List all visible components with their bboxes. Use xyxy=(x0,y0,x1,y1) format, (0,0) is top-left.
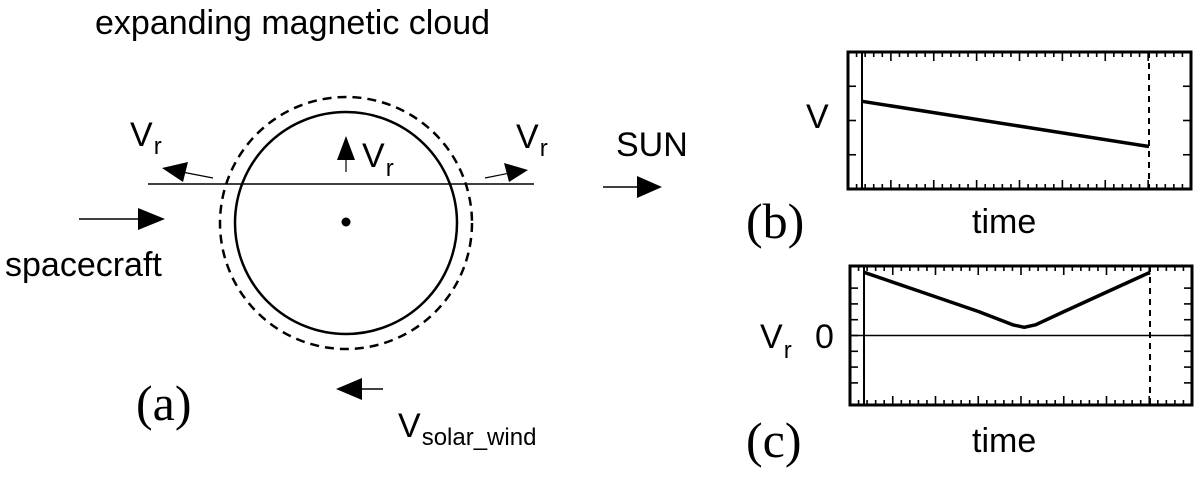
arrowhead-icon xyxy=(637,176,662,198)
sun-label: SUN xyxy=(616,126,688,164)
arrowhead-icon xyxy=(337,136,355,160)
arrowhead-icon xyxy=(138,208,165,230)
chart-b-xlabel: time xyxy=(972,203,1036,241)
chart-b xyxy=(846,50,1193,191)
vr-left-label: Vr xyxy=(130,116,162,160)
vr-right-label: Vr xyxy=(516,118,548,162)
cloud-center-dot xyxy=(341,217,351,227)
vr-left-arrow xyxy=(162,162,214,182)
solar-wind-label: Vsolar_wind xyxy=(398,407,536,451)
spacecraft-label: spacecraft xyxy=(5,246,162,284)
vr-up-arrow xyxy=(337,136,355,172)
panel-b-label: (b) xyxy=(746,193,804,249)
arrowhead-icon xyxy=(162,162,188,182)
arrowhead-icon xyxy=(504,163,528,182)
chart-b-ylabel: V xyxy=(806,98,829,136)
chart-c-xlabel: time xyxy=(972,422,1036,460)
spacecraft-arrow xyxy=(79,208,165,230)
data-line xyxy=(861,99,1150,149)
chart-c-zero-tick-label: 0 xyxy=(815,318,834,356)
diagram-title: expanding magnetic cloud xyxy=(95,4,490,42)
vr-top-label: Vr xyxy=(362,137,394,182)
sun-direction-arrow xyxy=(603,176,662,198)
solar-wind-arrow xyxy=(336,378,383,400)
plot-frame xyxy=(846,50,1193,191)
chart-c-ylabel: Vr xyxy=(760,318,792,364)
panel-a-label: (a) xyxy=(136,375,192,431)
data-line xyxy=(863,270,1151,330)
vr-right-arrow xyxy=(484,163,528,182)
expanded-cloud-boundary xyxy=(218,95,474,351)
chart-c xyxy=(848,264,1194,407)
arrowhead-icon xyxy=(336,378,362,400)
cloud-boundary xyxy=(233,110,459,336)
panel-c-label: (c) xyxy=(746,412,802,468)
